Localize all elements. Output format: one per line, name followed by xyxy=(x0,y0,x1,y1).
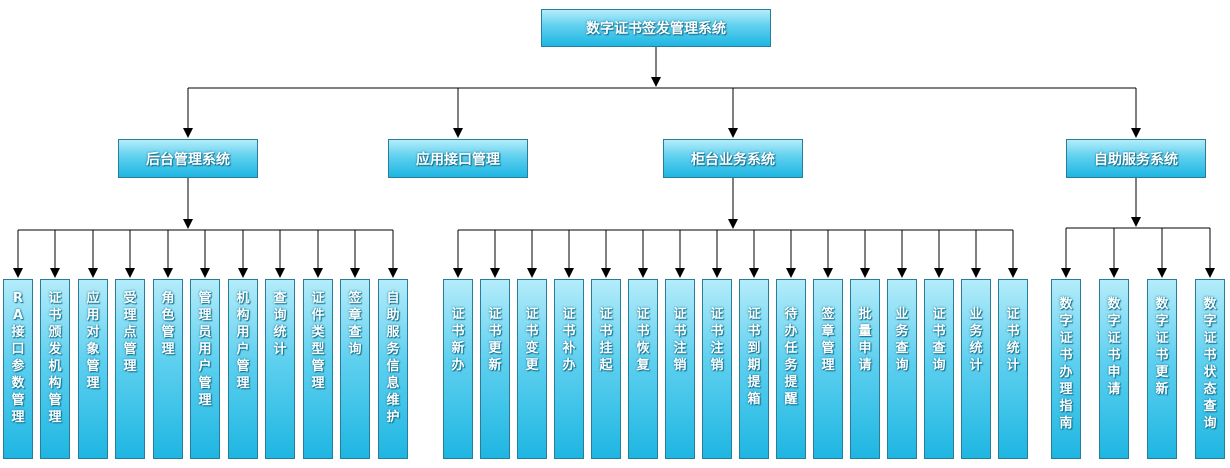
counter-item: 证书更新 xyxy=(480,279,510,459)
backend-item: 签章查询 xyxy=(340,279,370,459)
backend-item: 管理员用户管理 xyxy=(190,279,220,459)
counter-item-label: 批量申请 xyxy=(858,307,872,373)
root-node: 数字证书签发管理系统 xyxy=(541,9,771,47)
backend-item-label: 证件类型管理 xyxy=(311,291,325,391)
counter-item: 证书恢复 xyxy=(628,279,658,459)
backend-item: 应用对象管理 xyxy=(78,279,108,459)
counter-item-label: 业务查询 xyxy=(895,307,909,373)
self-service-item-label: 数字证书申请 xyxy=(1107,297,1121,397)
counter-item-label: 待办任务提醒 xyxy=(784,307,798,407)
counter-item-label: 证书挂起 xyxy=(599,307,613,373)
api-management-node: 应用接口管理 xyxy=(388,139,528,178)
counter-item-label: 证书恢复 xyxy=(636,307,650,373)
counter-item-label: 证书注销 xyxy=(710,307,724,373)
self-service-item: 数字证书申请 xyxy=(1099,279,1129,459)
self-service-item-label: 数字证书办理指南 xyxy=(1059,297,1073,431)
self-service-item-label: 数字证书状态查询 xyxy=(1203,297,1217,431)
counter-item-label: 证书查询 xyxy=(932,307,946,373)
counter-item: 证书到期提箱 xyxy=(739,279,769,459)
backend-item: 机构用户管理 xyxy=(228,279,258,459)
counter-item: 批量申请 xyxy=(850,279,880,459)
backend-item-label: 查询统计 xyxy=(273,291,287,357)
counter-item-label: 证书变更 xyxy=(525,307,539,373)
counter-item: 业务统计 xyxy=(961,279,991,459)
counter-item-label: 证书新办 xyxy=(451,307,465,373)
counter-item: 证书补办 xyxy=(554,279,584,459)
backend-item-label: 角色管理 xyxy=(161,291,175,357)
counter-item-label: 业务统计 xyxy=(969,307,983,373)
counter-item: 证书变更 xyxy=(517,279,547,459)
backend-item: 角色管理 xyxy=(153,279,183,459)
backend-system-node: 后台管理系统 xyxy=(118,139,258,178)
counter-item-label: 证书统计 xyxy=(1006,307,1020,373)
self-service-item: 数字证书更新 xyxy=(1147,279,1177,459)
self-service-item: 数字证书状态查询 xyxy=(1195,279,1225,459)
counter-item-label: 证书更新 xyxy=(488,307,502,373)
backend-item-label: RA接口参数管理 xyxy=(11,291,25,425)
backend-item: 查询统计 xyxy=(265,279,295,459)
backend-item: 证书颁发机构管理 xyxy=(40,279,70,459)
backend-item-label: 应用对象管理 xyxy=(86,291,100,391)
backend-item-label: 签章查询 xyxy=(348,291,362,357)
counter-item-label: 证书注销 xyxy=(673,307,687,373)
backend-item: 证件类型管理 xyxy=(303,279,333,459)
backend-item-label: 机构用户管理 xyxy=(236,291,250,391)
counter-item-label: 证书补办 xyxy=(562,307,576,373)
counter-item-label: 证书到期提箱 xyxy=(747,307,761,407)
backend-item: 受理点管理 xyxy=(115,279,145,459)
counter-item: 证书注销 xyxy=(702,279,732,459)
counter-item: 证书统计 xyxy=(998,279,1028,459)
counter-item: 签章管理 xyxy=(813,279,843,459)
backend-item-label: 受理点管理 xyxy=(123,291,137,374)
counter-item: 业务查询 xyxy=(887,279,917,459)
backend-item: 自助服务信息维护 xyxy=(378,279,408,459)
counter-business-node: 柜台业务系统 xyxy=(663,139,803,178)
counter-item: 证书注销 xyxy=(665,279,695,459)
backend-item-label: 证书颁发机构管理 xyxy=(48,291,62,425)
self-service-node: 自助服务系统 xyxy=(1066,139,1206,178)
self-service-item-label: 数字证书更新 xyxy=(1155,297,1169,397)
backend-item-label: 管理员用户管理 xyxy=(198,291,212,408)
counter-item: 证书挂起 xyxy=(591,279,621,459)
backend-item: RA接口参数管理 xyxy=(3,279,33,459)
counter-item: 证书新办 xyxy=(443,279,473,459)
backend-item-label: 自助服务信息维护 xyxy=(386,291,400,425)
counter-item: 待办任务提醒 xyxy=(776,279,806,459)
self-service-item: 数字证书办理指南 xyxy=(1051,279,1081,459)
counter-item-label: 签章管理 xyxy=(821,307,835,373)
counter-item: 证书查询 xyxy=(924,279,954,459)
